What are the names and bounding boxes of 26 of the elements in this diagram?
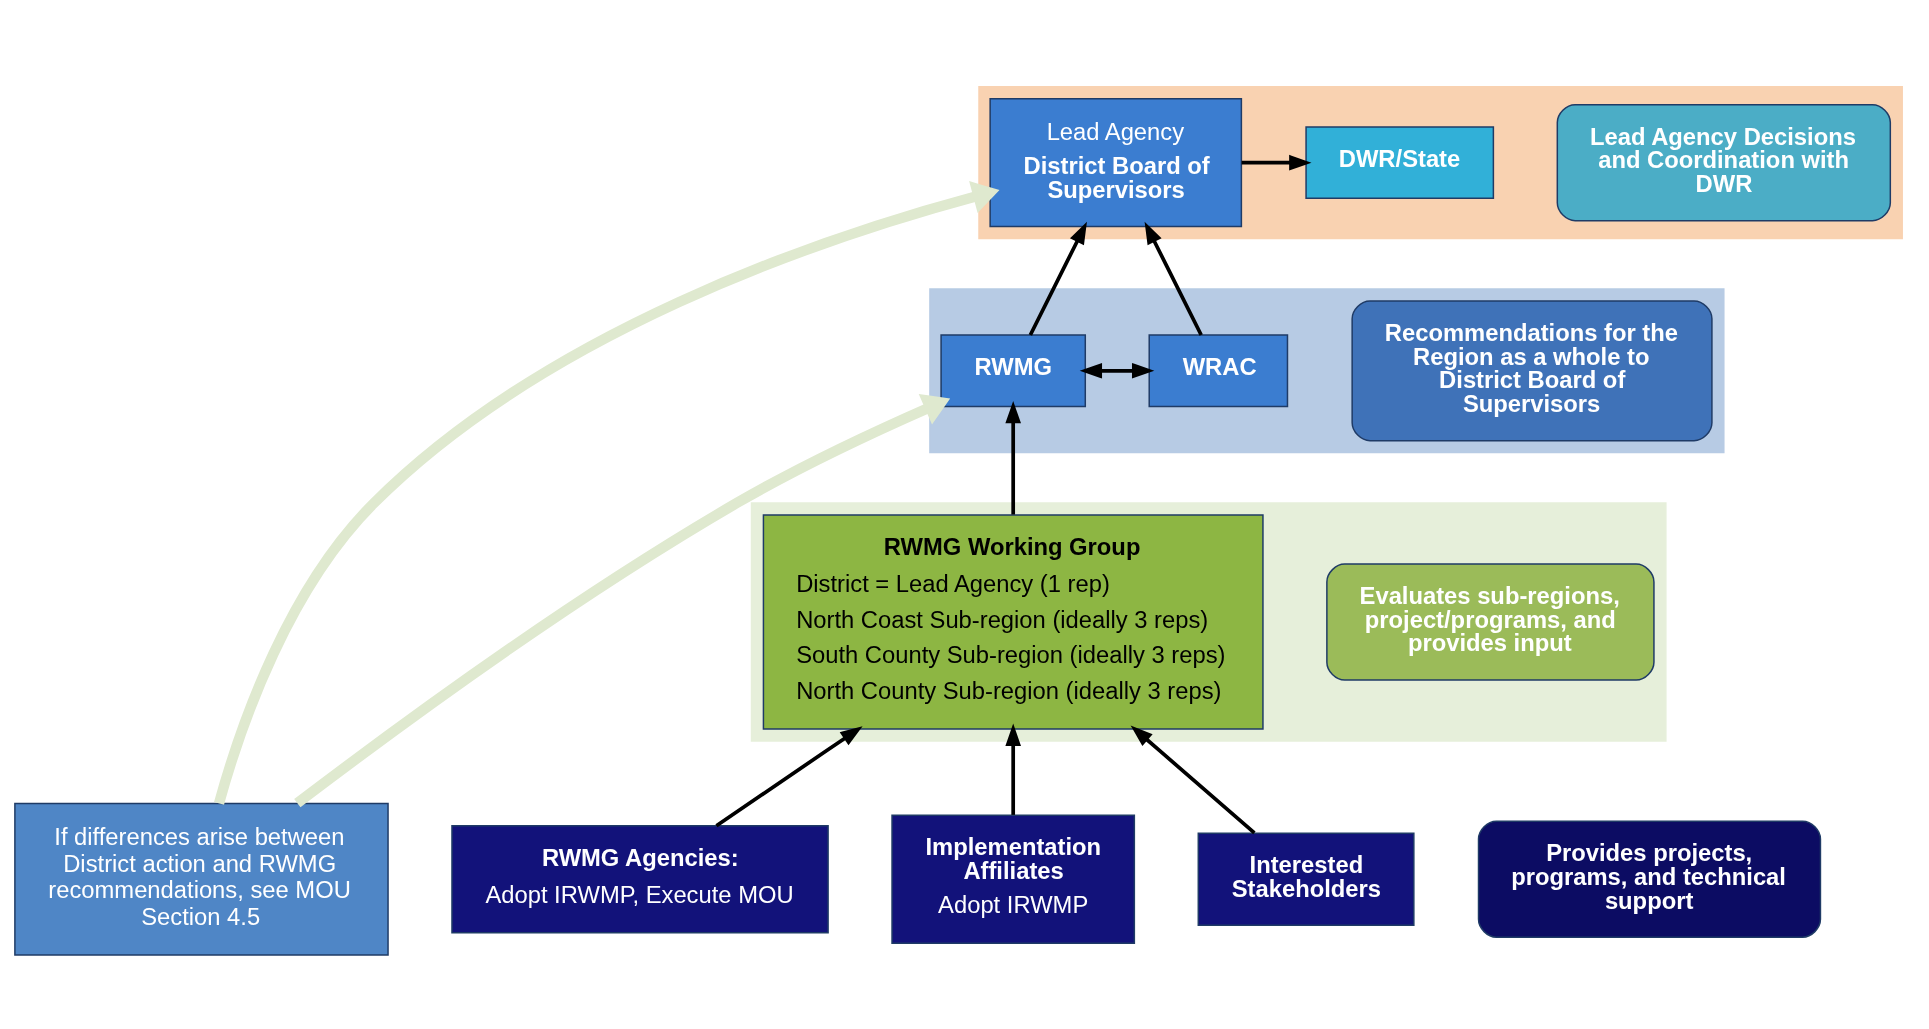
node-box: If differences arise between District action and RWMG recommendations, see MOU Section 4.5 <box>14 802 389 956</box>
node-box: Lead Agency District Board of Supervisors <box>989 97 1243 227</box>
arrow <box>1144 221 1203 336</box>
node-box: Lead Agency Decisions and Coordination with DWR <box>1556 103 1892 221</box>
node-box: RWMG Working Group District = Lead Agency (1 rep) North Coast Sub-region (ideally 3 reps) South County Sub-region (ideally 3 reps) North County Sub-region (ideally 3 reps) <box>762 513 1264 730</box>
node-box: Implementation Affiliates Adopt IRWMP <box>891 814 1136 944</box>
node-box: RWMG <box>940 333 1087 407</box>
arrow <box>214 180 1000 805</box>
arrow <box>1005 723 1021 815</box>
arrow <box>294 393 951 807</box>
arrow <box>715 725 863 827</box>
node-box: Provides projects, programs, and technical support <box>1477 820 1822 938</box>
arrow <box>1079 362 1155 379</box>
arrow <box>1130 725 1256 834</box>
node-box: WRAC <box>1148 333 1289 407</box>
cluster <box>750 501 1667 742</box>
node-box: DWR/State <box>1305 125 1495 199</box>
node-box: Interested Stakeholders <box>1197 831 1415 926</box>
cluster <box>929 287 1725 453</box>
node-box: RWMG Agencies: Adopt IRWMP, Execute MOU <box>451 824 829 933</box>
arrow <box>1028 221 1087 336</box>
arrow <box>1005 400 1021 515</box>
node-box: Recommendations for the Region as a whole to District Board of Supervisors <box>1351 299 1713 441</box>
arrow <box>1241 154 1312 170</box>
cluster <box>978 85 1903 239</box>
node-box: Evaluates sub-regions, project/programs, and provides input <box>1326 562 1655 681</box>
